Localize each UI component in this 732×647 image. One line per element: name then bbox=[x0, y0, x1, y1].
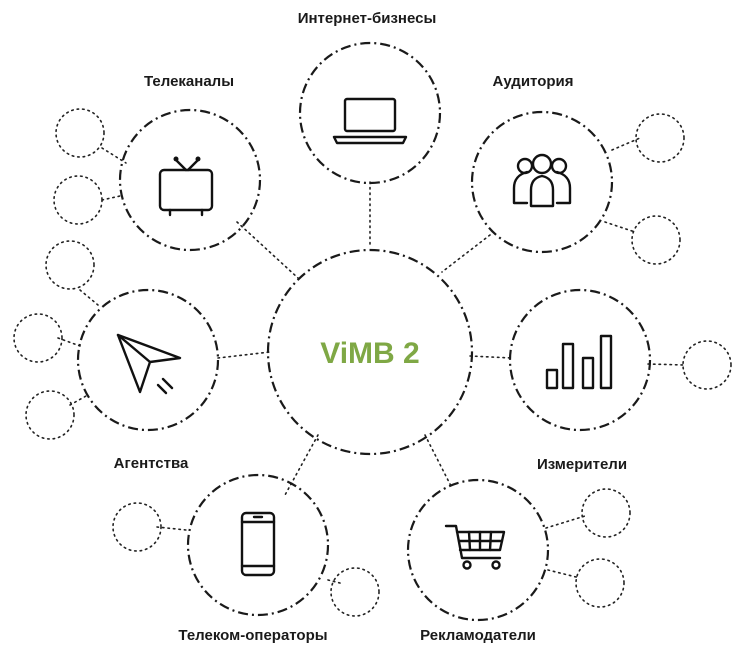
center-label: ViMB 2 bbox=[320, 337, 419, 370]
satellite-circle bbox=[330, 567, 380, 617]
connector-agencies bbox=[217, 351, 271, 359]
connector-meters bbox=[469, 355, 513, 359]
label-advertisers: Рекламодатели bbox=[420, 627, 536, 644]
label-audience: Аудитория bbox=[493, 73, 574, 90]
node-audience-circle bbox=[470, 110, 614, 254]
label-tv: Телеканалы bbox=[144, 73, 234, 90]
label-agencies: Агентства bbox=[114, 455, 189, 472]
connector-tv bbox=[236, 221, 299, 279]
satellite-circle bbox=[45, 240, 95, 290]
node-telecom-circle bbox=[186, 473, 330, 617]
satellite-circle bbox=[575, 558, 625, 608]
label-telecom: Телеком-операторы bbox=[178, 627, 327, 644]
center-circle bbox=[266, 248, 474, 456]
people-icon bbox=[512, 153, 572, 208]
label-meters: Измерители bbox=[537, 456, 627, 473]
connectors bbox=[57, 137, 686, 584]
satellite-circle bbox=[13, 313, 63, 363]
satellite-link bbox=[604, 221, 636, 233]
node-advertisers[interactable] bbox=[406, 478, 550, 622]
bar-chart-icon bbox=[545, 334, 613, 390]
label-internet: Интернет-бизнесы bbox=[298, 10, 437, 27]
node-agencies[interactable] bbox=[76, 288, 220, 432]
node-advertisers-circle bbox=[406, 478, 550, 622]
satellite-circle bbox=[25, 390, 75, 440]
laptop-icon bbox=[332, 97, 408, 145]
shopping-cart-icon bbox=[444, 524, 506, 570]
connector-advertisers bbox=[424, 434, 453, 489]
node-tv-circle bbox=[118, 108, 262, 252]
node-meters-circle bbox=[508, 288, 652, 432]
node-internet-circle bbox=[298, 41, 442, 185]
smartphone-icon bbox=[240, 511, 276, 577]
connector-telecom bbox=[284, 434, 319, 496]
satellite-circle bbox=[53, 175, 103, 225]
satellite-circle bbox=[682, 340, 732, 390]
node-labels: Интернет-бизнесы Аудитория Телеканалы Аг… bbox=[114, 10, 627, 644]
satellite-circle bbox=[112, 502, 162, 552]
node-tv[interactable] bbox=[118, 108, 262, 252]
node-meters[interactable] bbox=[508, 288, 652, 432]
satellite-circle bbox=[55, 108, 105, 158]
satellite-link bbox=[57, 337, 81, 347]
satellite-link bbox=[547, 569, 581, 579]
node-audience[interactable] bbox=[470, 110, 614, 254]
node-agencies-circle bbox=[76, 288, 220, 432]
node-internet[interactable] bbox=[298, 41, 442, 185]
satellite-link bbox=[101, 147, 127, 164]
paper-plane-icon bbox=[116, 333, 182, 395]
satellite-circle bbox=[631, 215, 681, 265]
satellite-link bbox=[327, 579, 341, 584]
center-node[interactable]: ViMB 2 bbox=[266, 248, 474, 456]
satellite-link bbox=[647, 363, 686, 366]
satellites bbox=[13, 108, 732, 617]
node-telecom[interactable] bbox=[186, 473, 330, 617]
satellite-circle bbox=[635, 113, 685, 163]
satellite-circle bbox=[581, 488, 631, 538]
satellite-link bbox=[545, 515, 586, 529]
satellite-link bbox=[156, 526, 187, 531]
satellite-link bbox=[69, 395, 87, 406]
satellite-link bbox=[101, 195, 121, 201]
satellite-link bbox=[611, 137, 641, 151]
tv-icon bbox=[158, 156, 214, 217]
satellite-link bbox=[79, 289, 99, 306]
connector-audience bbox=[441, 234, 491, 273]
